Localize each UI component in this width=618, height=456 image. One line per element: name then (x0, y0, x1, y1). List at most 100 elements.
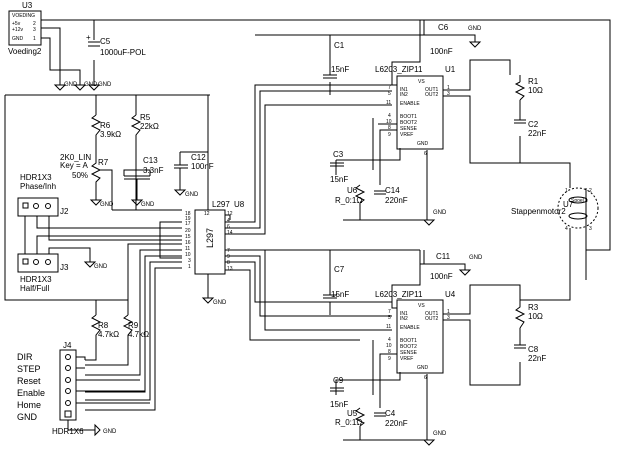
svg-text:VREF: VREF (400, 356, 413, 362)
header-j3: J3 HDR1X3 Half/Full (17, 253, 69, 293)
svg-text:10Ω: 10Ω (528, 86, 543, 95)
signal-dir: DIR (17, 352, 33, 362)
svg-text:11: 11 (386, 324, 391, 330)
gnd-symbol (468, 41, 482, 48)
capacitor-c7: C7 15nF (323, 265, 349, 299)
svg-text:OUT1: OUT1 (425, 87, 439, 93)
svg-text:9: 9 (227, 254, 230, 260)
svg-text:OUT2: OUT2 (425, 92, 439, 98)
logic-rail (4, 94, 210, 228)
u1-body (396, 75, 444, 150)
motor-wires (520, 162, 587, 301)
svg-text:6: 6 (424, 375, 427, 381)
svg-text:10Ω: 10Ω (528, 312, 543, 321)
potentiometer-r7: 2K0_LIN Key = A 50% R7 (60, 150, 113, 210)
svg-text:C1: C1 (334, 41, 345, 50)
signal-step: STEP (17, 364, 41, 374)
capacitor-c5: + C5 1000uF-POL (86, 33, 146, 57)
signal-home: Home (17, 400, 41, 410)
resistor-r8: R8 4.7kΩ (85, 314, 119, 361)
svg-text:15nF: 15nF (331, 65, 349, 74)
svg-text:1: 1 (447, 85, 450, 91)
resistor-u5: U5 R_0:1Ω (335, 407, 366, 440)
svg-text:17: 17 (185, 221, 191, 227)
svg-text:U5: U5 (347, 409, 358, 418)
svg-text:Key = A: Key = A (60, 161, 88, 170)
svg-text:J4: J4 (63, 341, 72, 350)
svg-text:HDR1X6: HDR1X6 (52, 427, 84, 436)
svg-text:J2: J2 (60, 207, 69, 216)
svg-text:VS: VS (418, 79, 425, 85)
svg-text:IN2: IN2 (400, 316, 408, 322)
svg-text:15nF: 15nF (330, 400, 348, 409)
svg-text:BOOT2: BOOT2 (400, 344, 417, 350)
svg-text:C6: C6 (438, 23, 449, 32)
svg-text:4.7kΩ: 4.7kΩ (128, 330, 149, 339)
svg-text:8: 8 (227, 260, 230, 266)
svg-text:12: 12 (227, 211, 233, 217)
svg-text:GND: GND (100, 202, 114, 208)
gnd-symbol (458, 269, 472, 276)
svg-text:4: 4 (565, 226, 568, 232)
svg-text:GND: GND (417, 365, 429, 371)
svg-text:5: 5 (388, 315, 391, 321)
capacitor-c8: C8 22nF (514, 344, 546, 363)
svg-text:C8: C8 (528, 345, 539, 354)
svg-text:ENABLE: ENABLE (400, 325, 420, 331)
u3-ref: U3 (22, 1, 33, 10)
svg-text:C12: C12 (191, 153, 206, 162)
svg-text:VS: VS (418, 303, 425, 309)
gnd-symbol: GND (94, 423, 117, 437)
svg-text:11: 11 (386, 100, 391, 106)
svg-text:Stappenmotor2: Stappenmotor2 (511, 207, 566, 216)
svg-text:BOOT1: BOOT1 (400, 114, 417, 120)
gnd-symbol: GND (422, 431, 447, 446)
svg-text:9: 9 (388, 132, 391, 138)
u4-wires (335, 250, 521, 408)
svg-text:GND: GND (433, 210, 447, 216)
svg-text:3: 3 (447, 315, 450, 321)
gnd-symbol: GND (83, 261, 108, 270)
svg-text:R_0:1Ω: R_0:1Ω (335, 418, 362, 427)
resistor-r5: R5 22kΩ (130, 113, 159, 210)
driver-ic-u1: L6203_ZIP11 U1 VS IN1 IN2 ENABLE BOOT1 B… (375, 65, 456, 157)
svg-text:GND: GND (417, 141, 429, 147)
svg-text:1: 1 (447, 309, 450, 315)
svg-text:220nF: 220nF (385, 196, 408, 205)
svg-text:BOOT1: BOOT1 (400, 338, 417, 344)
u3-body (8, 10, 42, 46)
svg-text:9: 9 (388, 356, 391, 362)
svg-text:12: 12 (204, 211, 210, 217)
svg-text:C3: C3 (333, 150, 344, 159)
svg-text:14: 14 (227, 230, 233, 236)
gnd-symbol: GND (422, 210, 447, 226)
svg-text:2K0_LIN: 2K0_LIN (60, 153, 91, 162)
svg-text:R8: R8 (98, 321, 109, 330)
svg-text:U7: U7 (563, 200, 574, 209)
svg-text:1: 1 (188, 264, 191, 270)
capacitor-c11: C11 100nF GND (419, 250, 483, 281)
svg-text:OUT2: OUT2 (425, 316, 439, 322)
svg-text:C4: C4 (385, 409, 396, 418)
svg-text:IN1: IN1 (400, 87, 408, 93)
svg-text:SENSE: SENSE (400, 126, 418, 132)
svg-text:GND: GND (185, 192, 199, 198)
svg-text:GND: GND (64, 82, 78, 88)
svg-text:R6: R6 (100, 121, 111, 130)
u3-name: Voeding2 (8, 47, 42, 56)
u8-body (194, 209, 226, 275)
resistor-r3: R3 10Ω (514, 300, 543, 329)
svg-text:3: 3 (589, 226, 592, 232)
svg-text:10: 10 (386, 119, 392, 125)
gnd-symbol: GND (130, 199, 155, 208)
signal-enable: Enable (17, 388, 45, 398)
gnd-symbol: GND (201, 297, 227, 306)
svg-text:C13: C13 (143, 156, 158, 165)
u3-pin-12v: +12v (12, 27, 23, 33)
header-j4: J4 HDR1X6 DIR STEP Reset Enable Home GND (17, 341, 84, 436)
svg-text:U1: U1 (445, 65, 456, 74)
svg-text:R1: R1 (528, 77, 539, 86)
